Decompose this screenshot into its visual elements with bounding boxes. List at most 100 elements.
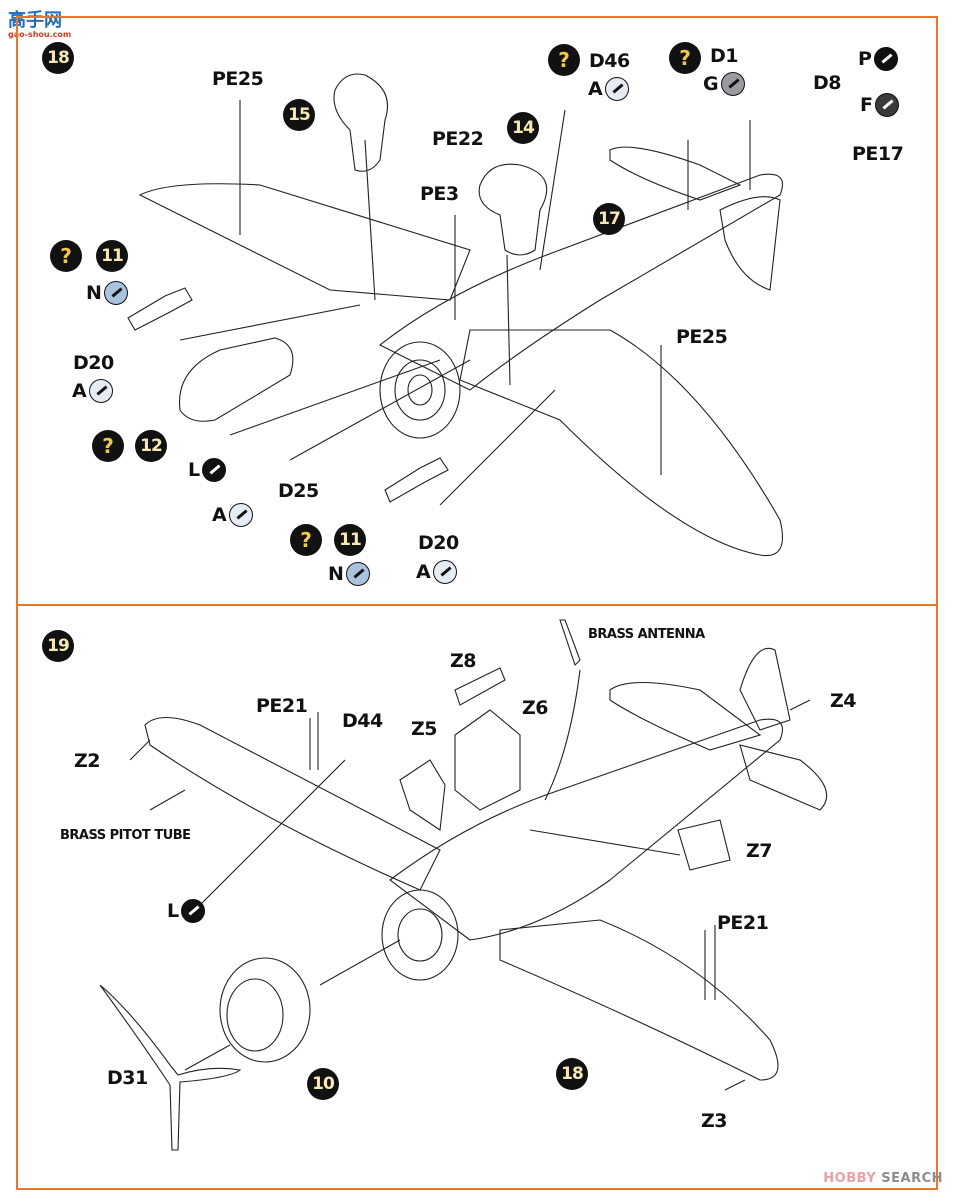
paint-letter: F — [860, 94, 873, 116]
paint-brush-icon — [720, 72, 745, 96]
ref-step-11: 11 — [96, 240, 128, 272]
tailplane-18 — [609, 146, 742, 201]
paint-callout-l: L — [188, 458, 227, 482]
fin-19 — [739, 647, 791, 731]
paint-letter: N — [328, 563, 344, 585]
bomb-bottom — [384, 457, 449, 503]
paint-brush-icon — [345, 562, 370, 586]
question-mark-icon: ? — [92, 430, 124, 462]
paint-letter: P — [858, 48, 872, 70]
paint-brush-icon — [604, 77, 629, 101]
part-label-pe21-right: PE21 — [717, 912, 769, 934]
site-logo: 高手网 gao-shou.com — [8, 6, 71, 39]
watermark-brand: HOBBY — [823, 1171, 877, 1186]
paint-brush-icon — [228, 503, 253, 527]
paint-letter: A — [416, 561, 431, 583]
part-label-z2: Z2 — [74, 750, 101, 772]
paint-letter: A — [588, 78, 603, 100]
h-stab-right-19 — [739, 744, 828, 811]
seat-15 — [333, 73, 389, 172]
part-label-d20: D20 — [73, 352, 114, 374]
question-mark-icon: ? — [669, 42, 701, 74]
label-brass-antenna: BRASS ANTENNA — [588, 627, 705, 642]
ref-step-10: 10 — [307, 1068, 339, 1100]
paint-brush-icon — [874, 93, 899, 117]
canopy-z6 — [454, 709, 521, 811]
fuselage-18 — [378, 173, 784, 391]
part-label-d8: D8 — [813, 72, 842, 94]
brass-antenna — [559, 619, 581, 667]
paint-brush-icon — [88, 379, 113, 403]
fuselage-19 — [389, 718, 784, 941]
paint-letter: L — [167, 900, 180, 922]
paint-callout-a: A — [588, 77, 629, 101]
site-logo-sub: gao-shou.com — [8, 30, 72, 39]
part-label-pe22: PE22 — [432, 128, 484, 150]
cowling-part-10 — [219, 957, 311, 1063]
question-mark-icon: ? — [548, 44, 580, 76]
drop-tank — [178, 337, 294, 422]
part-label-z8: Z8 — [450, 650, 477, 672]
right-wing-19 — [499, 919, 779, 1081]
paint-letter: L — [188, 459, 201, 481]
step-number-18: 18 — [42, 42, 74, 74]
part-label-z6: Z6 — [522, 697, 549, 719]
part-label-d20: D20 — [418, 532, 459, 554]
part-label-d25: D25 — [278, 480, 319, 502]
part-label-z3: Z3 — [701, 1110, 728, 1132]
ref-step-15: 15 — [283, 99, 315, 131]
part-label-z4: Z4 — [830, 690, 857, 712]
part-label-pe3: PE3 — [420, 183, 459, 205]
ref-step-14: 14 — [507, 112, 539, 144]
step-19-panel — [16, 604, 938, 1190]
paint-callout-a: A — [72, 379, 113, 403]
paint-letter: G — [703, 73, 719, 95]
question-mark-icon: ? — [290, 524, 322, 556]
canopy-z7 — [677, 819, 731, 871]
paint-callout-n: N — [328, 562, 370, 586]
part-label-pe17: PE17 — [852, 143, 904, 165]
paint-brush-icon — [103, 281, 128, 305]
paint-callout-g: G — [703, 72, 745, 96]
ref-step-18: 18 — [556, 1058, 588, 1090]
part-label-pe21: PE21 — [256, 695, 308, 717]
ref-step-17: 17 — [593, 203, 625, 235]
watermark: HOBBY SEARCH — [823, 1171, 943, 1186]
engine-cowl-18 — [379, 341, 461, 439]
paint-brush-icon — [181, 899, 206, 923]
tailplane-19 — [609, 681, 762, 751]
right-wing-18 — [459, 329, 784, 557]
paint-callout-p: P — [858, 47, 898, 71]
left-wing-18 — [138, 183, 471, 301]
ref-step-12: 12 — [135, 430, 167, 462]
engine-cowl-19 — [381, 889, 459, 981]
question-mark-icon: ? — [50, 240, 82, 272]
paint-letter: N — [86, 282, 102, 304]
fin-18 — [719, 196, 781, 291]
bomb-left — [127, 287, 193, 331]
paint-callout-l: L — [167, 899, 206, 923]
paint-letter: A — [212, 504, 227, 526]
paint-callout-f: F — [860, 93, 899, 117]
seat-14 — [478, 163, 548, 256]
part-label-z5: Z5 — [411, 718, 438, 740]
canopy-z8 — [454, 667, 506, 706]
part-label-z7: Z7 — [746, 840, 773, 862]
canopy-z5 — [399, 759, 446, 831]
step-18-panel — [16, 16, 938, 606]
propeller-d31 — [99, 984, 242, 1151]
part-label-d31: D31 — [107, 1067, 148, 1089]
label-brass-pitot-tube: BRASS PITOT TUBE — [60, 828, 191, 843]
paint-letter: A — [72, 380, 87, 402]
paint-callout-n: N — [86, 281, 128, 305]
ref-step-11: 11 — [334, 524, 366, 556]
paint-callout-a: A — [212, 503, 253, 527]
paint-brush-icon — [202, 458, 227, 482]
step-number-19: 19 — [42, 630, 74, 662]
part-label-pe25-right: PE25 — [676, 326, 728, 348]
part-label-pe25: PE25 — [212, 68, 264, 90]
part-label-d46: D46 — [589, 50, 630, 72]
left-wing-19 — [144, 716, 441, 891]
watermark-suffix: SEARCH — [876, 1171, 943, 1186]
